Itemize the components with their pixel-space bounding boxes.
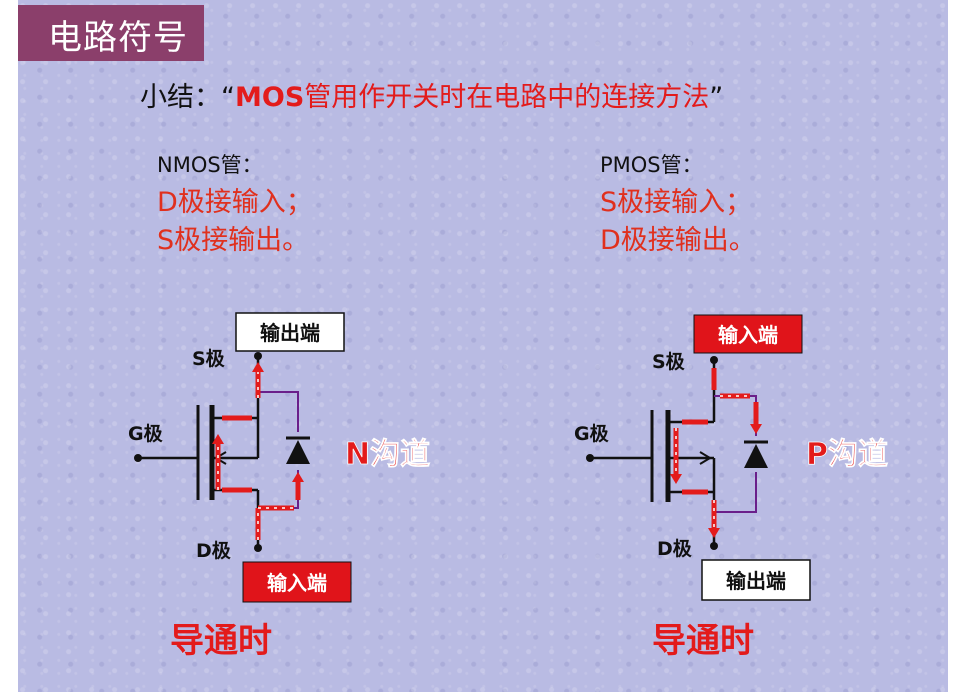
summary-rest: 管用作开关时在电路中的连接方法 <box>304 82 710 113</box>
nmos-heading: NMOS管： <box>157 153 263 177</box>
nmos-bottom-box-label: 输入端 <box>267 571 327 595</box>
title-banner: 电路符号 <box>18 5 204 61</box>
nmos-bottom-box <box>242 561 352 603</box>
pmos-s-label: S极 <box>652 350 686 373</box>
pmos-top-box-label: 输入端 <box>718 323 778 347</box>
pmos-line-1: S极接输入； <box>600 187 753 218</box>
nmos-s-label: S极 <box>192 347 226 370</box>
page-title: 电路符号 <box>48 18 188 58</box>
pmos-current-path <box>673 368 759 530</box>
nmos-notes: NMOS管： D极接输入； S极接输出。 <box>157 146 313 260</box>
pmos-footer: 导通时 <box>652 621 754 661</box>
summary-line: 小结：“MOS管用作开关时在电路中的连接方法” <box>140 78 723 118</box>
nmos-diagram: 输出端 输入端 S极 G极 D极 <box>128 312 431 661</box>
pmos-line-2: D极接输出。 <box>600 225 756 256</box>
pmos-channel-label: P沟道 <box>806 437 888 472</box>
summary-suffix: ” <box>709 82 724 113</box>
nmos-d-label: D极 <box>196 539 232 562</box>
pmos-g-label: G极 <box>574 422 610 445</box>
summary-highlight: MOS <box>235 82 305 113</box>
pmos-d-label: D极 <box>657 537 693 560</box>
summary-prefix: 小结：“ <box>140 82 235 113</box>
nmos-g-label: G极 <box>128 422 164 445</box>
pmos-heading: PMOS管： <box>600 153 703 177</box>
nmos-channel-label: N沟道 <box>345 437 430 472</box>
nmos-diode <box>286 440 310 464</box>
pmos-diagram: 输入端 输出端 S极 G极 D极 <box>574 314 888 661</box>
nmos-line-2: S极接输出。 <box>157 225 310 256</box>
pmos-diode <box>744 444 768 468</box>
pmos-top-box <box>693 314 803 354</box>
pmos-bottom-box <box>701 559 811 601</box>
nmos-line-1: D极接输入； <box>157 187 313 218</box>
nmos-top-box-label: 输出端 <box>260 321 320 345</box>
nmos-footer: 导通时 <box>170 621 272 661</box>
pmos-bottom-box-label: 输出端 <box>726 569 786 593</box>
pmos-notes: PMOS管： S极接输入； D极接输出。 <box>600 146 756 260</box>
nmos-top-box <box>235 312 345 352</box>
